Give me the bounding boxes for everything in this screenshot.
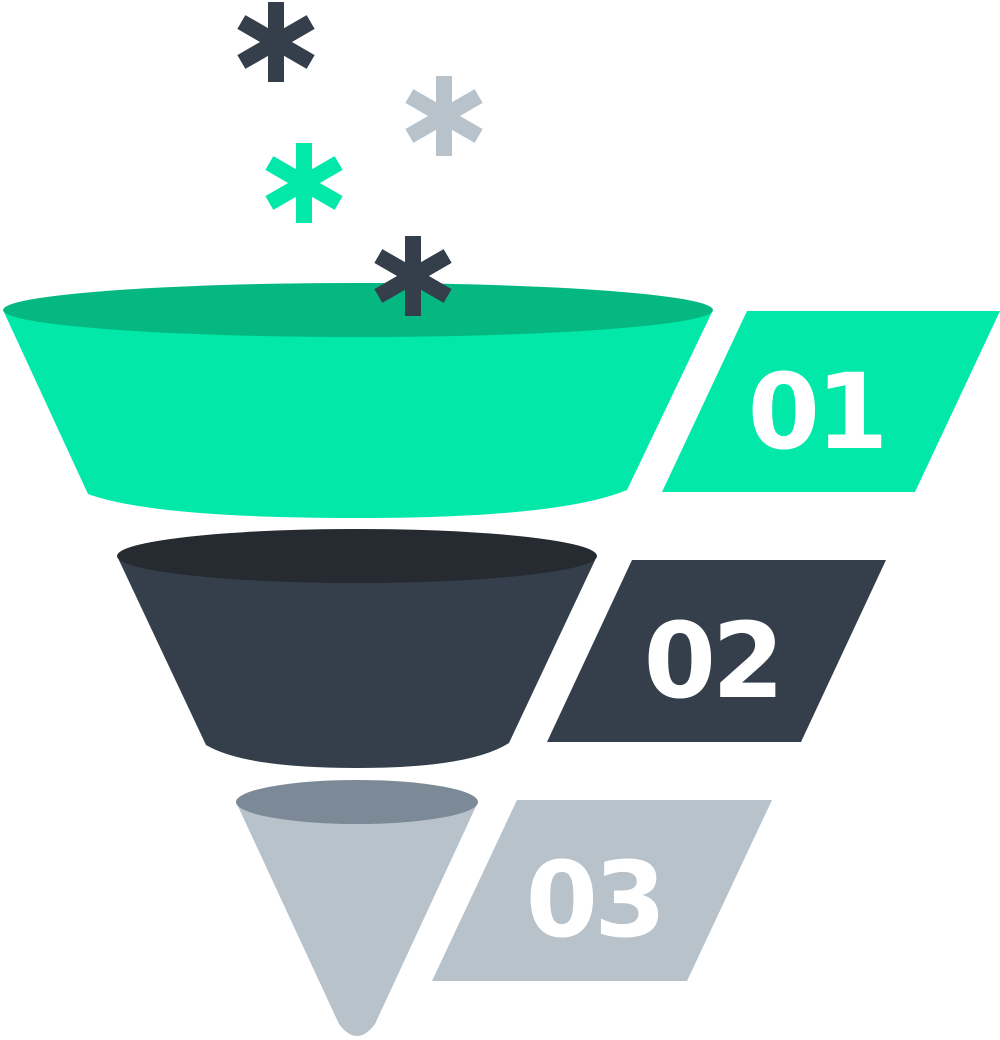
stage-label-3-text: 03 [526,839,663,961]
stage-label-2: 02 [547,560,886,742]
asterisk-icon [265,143,343,223]
stage-label-3: 03 [432,800,772,981]
funnel-segment-1-body [3,310,713,518]
asterisk-icon [374,236,452,316]
funnel-segment-1-rim [3,283,713,337]
funnel-segment-2-rim [117,529,597,583]
funnel-segment-3-body [236,802,478,1036]
asterisk-icon [405,76,483,156]
stage-label-1: 01 [662,311,1000,492]
funnel-segment-3-rim [236,780,478,824]
funnel-segment-2-body [117,556,597,768]
funnel-segment-3 [236,780,478,1036]
funnel-segment-2 [117,529,597,768]
stage-label-2-box [547,560,886,742]
stage-label-1-box [662,311,1000,492]
asterisk-icon [237,2,315,82]
stage-label-3-box [432,800,772,981]
funnel-segment-1 [3,283,713,518]
stage-label-1-text: 01 [748,351,885,473]
stage-label-2-text: 02 [644,600,781,722]
